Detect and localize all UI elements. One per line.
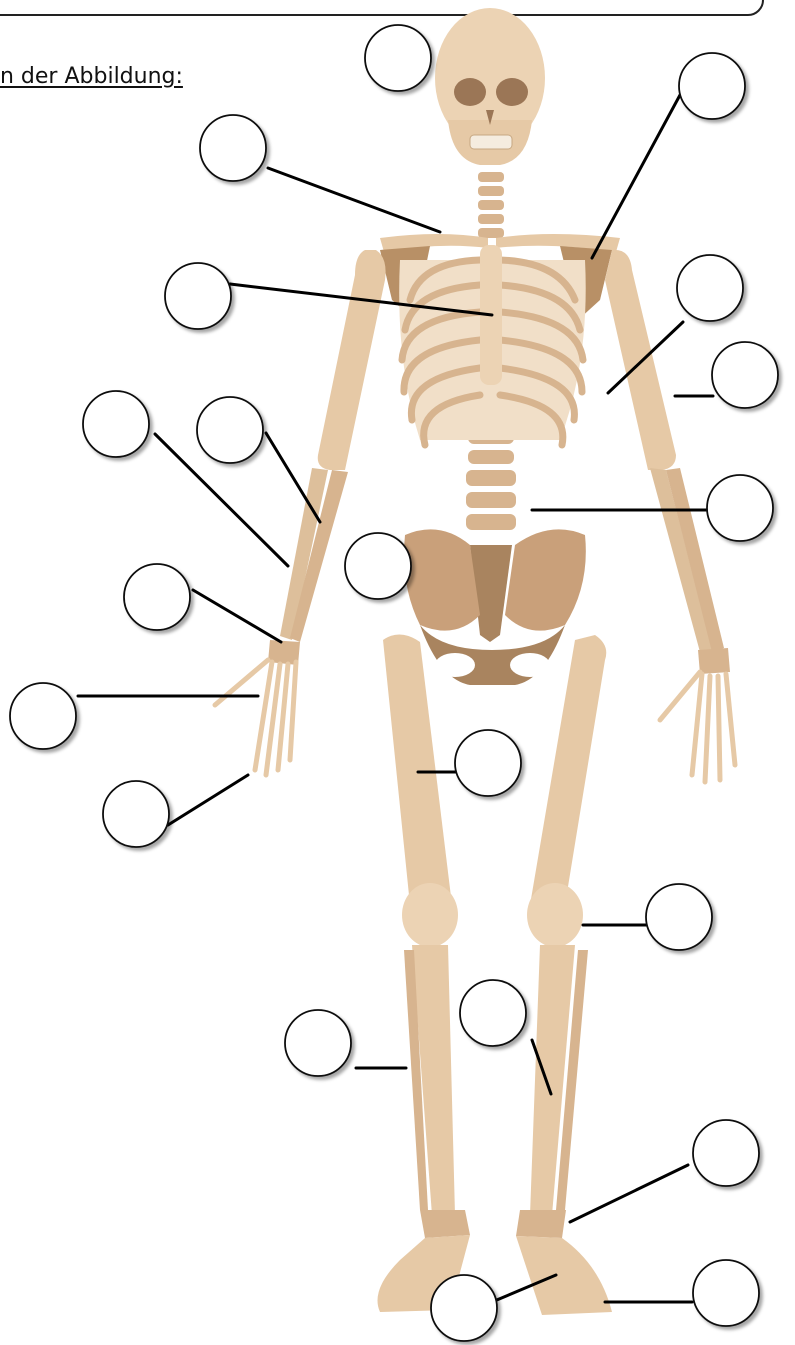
answer-circle[interactable] — [200, 115, 266, 181]
answer-circle[interactable] — [365, 25, 431, 91]
answer-circle[interactable] — [679, 53, 745, 119]
answer-circle[interactable] — [693, 1260, 759, 1326]
answer-circle[interactable] — [83, 391, 149, 457]
rib-cage — [399, 245, 586, 445]
answer-circle[interactable] — [693, 1120, 759, 1186]
answer-circle[interactable] — [707, 475, 773, 541]
answer-circle[interactable] — [197, 397, 263, 463]
answer-circle[interactable] — [455, 730, 521, 796]
answer-circle[interactable] — [285, 1010, 351, 1076]
answer-circle[interactable] — [677, 255, 743, 321]
answer-circle[interactable] — [460, 980, 526, 1046]
answer-circle[interactable] — [165, 263, 231, 329]
answer-circle[interactable] — [103, 781, 169, 847]
answer-circle[interactable] — [124, 564, 190, 630]
answer-circle[interactable] — [10, 683, 76, 749]
answer-circle[interactable] — [345, 533, 411, 599]
skeleton-illustration — [215, 8, 735, 1315]
left-leg — [378, 634, 471, 1312]
answer-circle[interactable] — [646, 884, 712, 950]
right-leg — [516, 635, 612, 1315]
answer-circle[interactable] — [712, 342, 778, 408]
answer-circle[interactable] — [431, 1275, 497, 1341]
skull — [435, 8, 545, 165]
